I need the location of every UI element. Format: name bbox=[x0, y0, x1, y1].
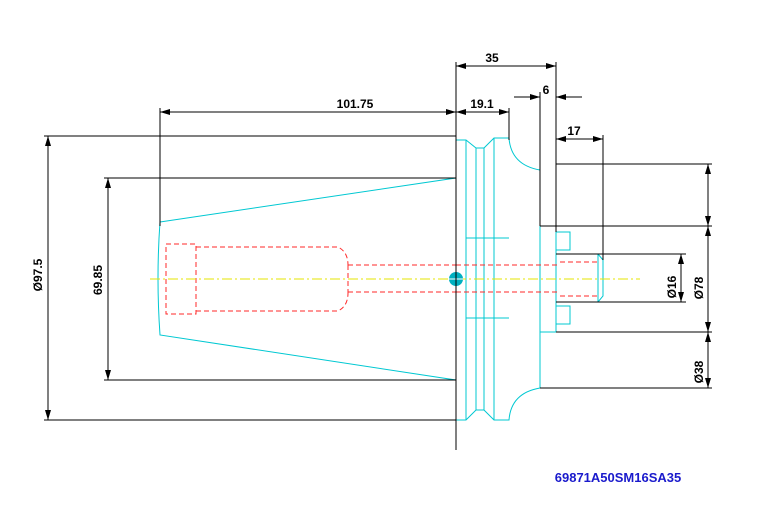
part-code-label: 69871A50SM16SA35 bbox=[555, 470, 681, 485]
flange-outline bbox=[455, 137, 541, 421]
dim-shank-length: 101.75 bbox=[337, 97, 374, 111]
dimension-arrows bbox=[45, 63, 711, 420]
dim-overall-width: 35 bbox=[485, 51, 499, 65]
dimension-lines bbox=[44, 62, 712, 450]
dim-nose-diameter: Ø78 bbox=[692, 276, 706, 299]
hidden-bore-lines bbox=[165, 243, 600, 315]
dim-flange-diameter: Ø97.5 bbox=[31, 258, 45, 291]
drive-key-bottom bbox=[556, 305, 571, 325]
nose-outline bbox=[556, 253, 604, 303]
dim-flange-width: 19.1 bbox=[470, 97, 494, 111]
dim-collar-gap: 6 bbox=[543, 83, 550, 97]
dim-body-diameter: Ø38 bbox=[692, 360, 706, 383]
dim-bore-diameter: Ø16 bbox=[665, 275, 679, 298]
taper-shank-outline bbox=[157, 177, 457, 381]
dim-taper-diameter: 69.85 bbox=[91, 265, 105, 295]
drive-key-top bbox=[556, 231, 571, 251]
dim-nose-length: 17 bbox=[567, 124, 581, 138]
